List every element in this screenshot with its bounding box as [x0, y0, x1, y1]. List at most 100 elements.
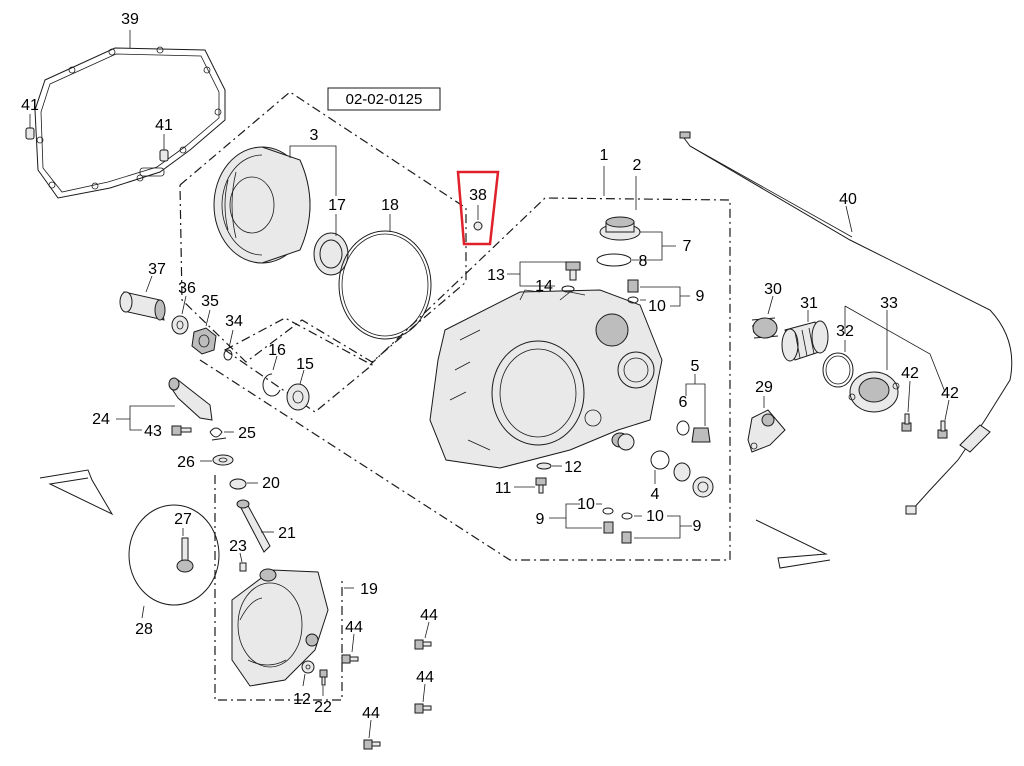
callout-9-upper: 9: [696, 288, 705, 305]
direction-arrow-left: [39, 469, 114, 516]
highlight-box-38[interactable]: 38: [456, 170, 500, 246]
callout-38: 38: [469, 187, 487, 204]
dowel-23[interactable]: [239, 562, 247, 572]
o-ring-34[interactable]: [223, 349, 233, 361]
washer-10-upper[interactable]: [627, 296, 639, 304]
bolt-11[interactable]: [535, 477, 547, 494]
circlip-16[interactable]: [262, 373, 281, 397]
callout-8: 8: [639, 253, 648, 270]
callout-42-left: 42: [901, 365, 919, 382]
plug-5[interactable]: [691, 427, 711, 443]
o-ring-18[interactable]: [338, 230, 432, 340]
oil-filler-cap-7[interactable]: [599, 216, 641, 241]
crankcase-cover-main[interactable]: [429, 289, 663, 469]
seal-set-4[interactable]: [617, 433, 714, 498]
callout-37: 37: [148, 261, 166, 278]
clutch-housing-3[interactable]: [213, 146, 311, 264]
o-ring-6[interactable]: [676, 420, 690, 436]
callout-25: 25: [238, 425, 256, 442]
callout-23: 23: [229, 538, 247, 555]
pushrod-27[interactable]: [176, 537, 194, 573]
washer-12-right[interactable]: [536, 462, 552, 470]
callout-12-left: 12: [293, 691, 311, 708]
washer-12-left[interactable]: [301, 660, 315, 674]
o-ring-32[interactable]: [822, 352, 854, 388]
dowel-41-right[interactable]: [159, 149, 169, 162]
callout-35: 35: [201, 293, 219, 310]
o-ring-28[interactable]: [128, 504, 220, 606]
bolt-44-d[interactable]: [363, 739, 381, 750]
callout-29: 29: [755, 379, 773, 396]
spring-25[interactable]: [209, 427, 227, 441]
callout-39: 39: [121, 11, 139, 28]
callout-41-right: 41: [155, 117, 173, 134]
oil-seal-17[interactable]: [313, 232, 349, 276]
o-ring-8[interactable]: [596, 253, 632, 267]
plug-9-upper[interactable]: [627, 279, 639, 293]
clutch-cable-40[interactable]: [679, 131, 1013, 515]
bolt-13[interactable]: [565, 261, 581, 281]
callout-27: 27: [174, 511, 192, 528]
bolt-43[interactable]: [171, 425, 192, 436]
bearing-15[interactable]: [286, 383, 310, 411]
callout-10-lower-right: 10: [646, 508, 664, 525]
bolt-44-c[interactable]: [414, 703, 432, 714]
subassembly-box-clutch: [179, 91, 467, 363]
dowel-41-left[interactable]: [25, 127, 35, 140]
callout-36: 36: [178, 280, 196, 297]
assembly-box-cover-19: [214, 475, 343, 701]
gasket-39[interactable]: [34, 46, 226, 199]
spring-30[interactable]: [751, 317, 779, 339]
filter-cover-33[interactable]: [848, 371, 900, 413]
shaft-21[interactable]: [236, 499, 271, 553]
callout-44-d: 44: [362, 705, 380, 722]
reference-code: 02-02-0125: [346, 91, 423, 108]
callout-44-c: 44: [416, 669, 434, 686]
plug-9-lower-right[interactable]: [621, 531, 632, 544]
callout-13: 13: [487, 267, 505, 284]
callout-15: 15: [296, 356, 314, 373]
bolt-42-left[interactable]: [901, 413, 912, 432]
callout-26: 26: [177, 454, 195, 471]
washer-10-lower[interactable]: [602, 507, 633, 520]
callout-30: 30: [764, 281, 782, 298]
callout-19: 19: [360, 581, 378, 598]
callout-31: 31: [800, 295, 818, 312]
seal-20[interactable]: [229, 478, 247, 490]
plug-9-lower-left[interactable]: [603, 521, 614, 534]
callout-12-right: 12: [564, 459, 582, 476]
oil-filter-31[interactable]: [781, 320, 829, 362]
callout-40: 40: [839, 191, 857, 208]
callout-5: 5: [691, 358, 700, 375]
callout-44-b: 44: [420, 607, 438, 624]
direction-arrow-right: [755, 519, 831, 569]
callout-18: 18: [381, 197, 399, 214]
washer-36[interactable]: [171, 315, 189, 335]
callout-10-upper: 10: [648, 298, 666, 315]
release-lever-24[interactable]: [168, 377, 213, 421]
callout-4: 4: [651, 486, 660, 503]
callout-2: 2: [633, 157, 642, 174]
callout-6: 6: [679, 394, 688, 411]
bolt-44-a[interactable]: [341, 654, 359, 664]
washer-14[interactable]: [561, 285, 575, 293]
water-joint-37[interactable]: [119, 291, 166, 321]
callout-34: 34: [225, 313, 243, 330]
bolt-42-right[interactable]: [937, 420, 948, 439]
bolt-44-b[interactable]: [414, 639, 432, 650]
clutch-cover-19[interactable]: [231, 568, 329, 687]
callout-43: 43: [144, 423, 162, 440]
reference-code-box: 02-02-0125: [327, 87, 441, 111]
washer-26[interactable]: [212, 454, 234, 466]
callout-17: 17: [328, 197, 346, 214]
bracket-29[interactable]: [747, 409, 786, 453]
bolt-22[interactable]: [319, 669, 328, 686]
callout-28: 28: [135, 621, 153, 638]
washer-38[interactable]: [473, 221, 483, 231]
callout-11: 11: [495, 480, 512, 497]
nut-35[interactable]: [191, 327, 217, 355]
callout-42-right: 42: [941, 385, 959, 402]
callout-14: 14: [535, 278, 553, 295]
callout-20: 20: [262, 475, 280, 492]
callout-16: 16: [268, 342, 286, 359]
